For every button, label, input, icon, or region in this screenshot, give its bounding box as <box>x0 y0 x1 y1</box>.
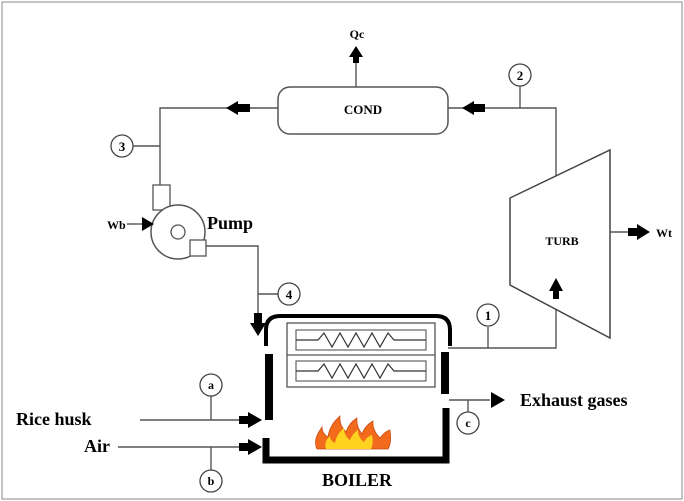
pipe-pump-to-boiler <box>205 245 259 314</box>
condenser-label: COND <box>344 102 382 117</box>
state-point-4 <box>277 282 301 306</box>
rice-husk-label: Rice husk <box>16 409 92 429</box>
flow-arrow-left-icon <box>226 101 238 115</box>
turbine: TURB <box>509 148 611 340</box>
svg-text:3: 3 <box>119 139 126 154</box>
state-point-2 <box>508 63 532 87</box>
flow-arrow-left-icon <box>462 101 474 115</box>
air-arrow-icon <box>248 439 262 455</box>
heating-coil-icon <box>296 362 426 380</box>
flow-arrow-up-icon <box>549 278 563 291</box>
svg-text:4: 4 <box>286 287 293 302</box>
boiler-label: BOILER <box>322 470 393 490</box>
qc-arrow-icon <box>349 46 363 57</box>
exhaust-arrow-icon <box>491 392 505 408</box>
pipe-boiler-to-turb <box>448 292 557 349</box>
qc-label: Qc <box>350 27 365 41</box>
turbine-label: TURB <box>545 234 578 248</box>
rice-husk-arrow-icon <box>248 412 262 428</box>
condenser: COND <box>277 86 449 135</box>
wt-label: Wt <box>656 226 672 240</box>
state-point-1 <box>476 303 500 327</box>
svg-text:c: c <box>465 416 471 430</box>
stream-point-a <box>199 373 223 397</box>
stream-point-b <box>199 469 223 493</box>
stream-point-c <box>456 411 480 435</box>
pump <box>150 184 207 260</box>
exhaust-label: Exhaust gases <box>520 390 628 410</box>
svg-text:2: 2 <box>517 68 524 83</box>
wt-arrow-icon <box>637 224 650 240</box>
boiler <box>262 314 452 464</box>
svg-text:1: 1 <box>485 308 492 323</box>
heating-coil-icon <box>296 331 426 349</box>
flame-icon <box>315 415 391 450</box>
flow-arrow-down-icon <box>250 323 266 336</box>
state-point-3 <box>110 134 134 158</box>
pipe-cond-to-pump <box>159 107 278 185</box>
wb-label: Wb <box>107 218 126 232</box>
pump-label: Pump <box>207 213 253 233</box>
svg-text:a: a <box>208 378 214 392</box>
air-label: Air <box>84 436 110 456</box>
wb-arrow-icon <box>142 217 154 231</box>
svg-text:b: b <box>208 474 215 488</box>
